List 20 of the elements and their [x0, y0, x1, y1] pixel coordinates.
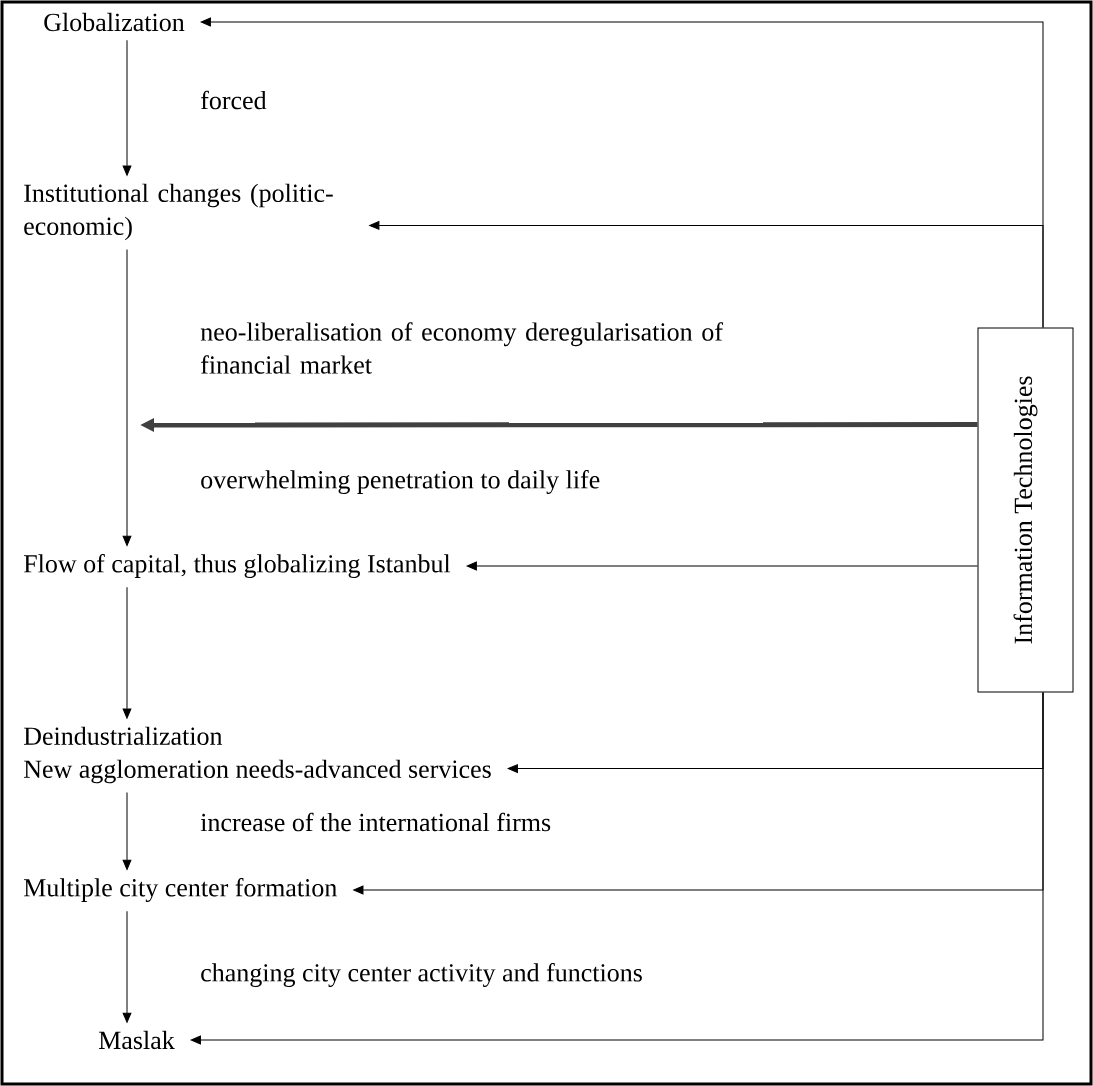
edge-label: overwhelming penetration to daily life	[201, 470, 600, 494]
edge-label: changing city center activity and functions	[201, 963, 642, 987]
edge-label: neo-liberalisation of economy deregularisation of financial market	[200, 322, 723, 374]
arrow	[122, 39, 132, 176]
arrow	[122, 586, 132, 719]
connector-arrow	[466, 561, 978, 571]
arrow	[122, 792, 132, 870]
stage-text: Institutional changes (politic-economic)	[24, 183, 333, 241]
stage-text: Multiple city center formation	[23, 878, 337, 902]
connector-arrow	[190, 692, 1044, 1045]
arrow	[122, 910, 132, 1023]
technology-box: Information Technologies	[977, 327, 1074, 693]
edge-label: forced	[201, 90, 267, 110]
stage-text: Deindustrialization New agglomeration needs-advanced services	[23, 726, 491, 784]
stage-text: Flow of capital, thus globalizing Istanbul	[23, 554, 451, 578]
connector-arrow	[369, 221, 1044, 328]
edge-label: increase of the international firms	[200, 812, 551, 832]
stage-text: Globalization	[44, 12, 185, 32]
arrow	[122, 249, 132, 546]
stage-text: Maslak	[98, 1030, 175, 1050]
